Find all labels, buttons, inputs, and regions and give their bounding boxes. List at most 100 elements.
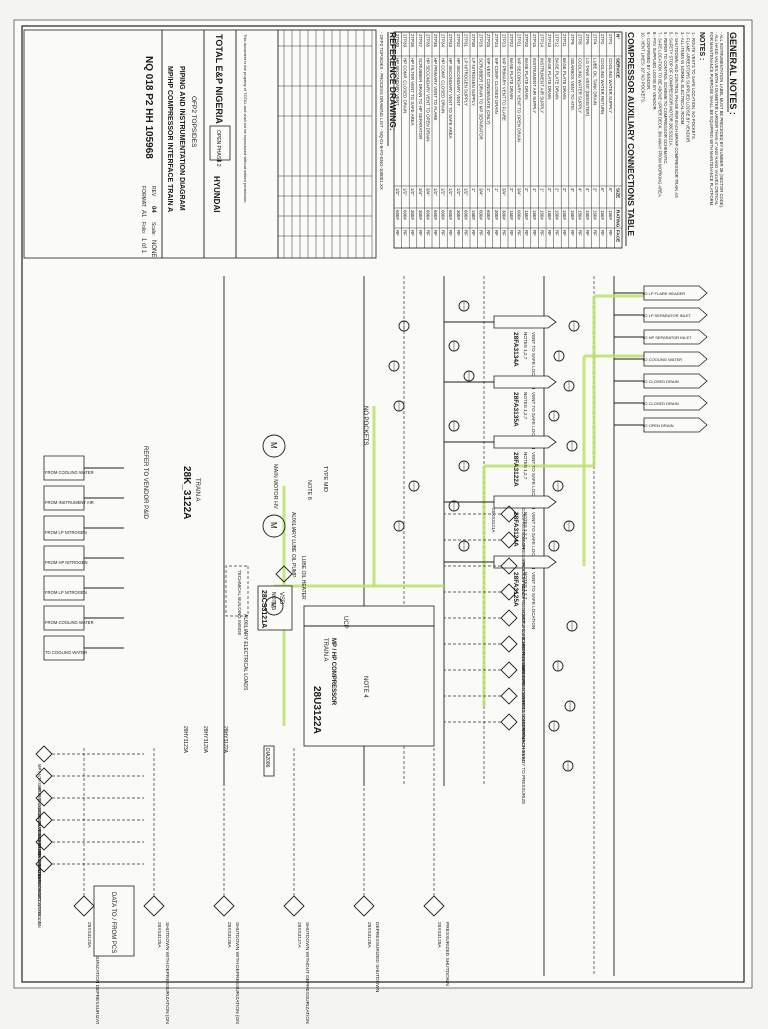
aux-table-cell: 2TP13 xyxy=(547,34,552,47)
aux-table-cell: 2TP9 xyxy=(570,34,575,45)
inlet-box: FROM COOLING WATER xyxy=(43,605,124,631)
aux-table-cell: COOLING WATER RETURN xyxy=(600,58,605,114)
left-signal: LOAD SHARING ACTIVE xyxy=(35,789,144,856)
aux-table-cell: 2TP24 xyxy=(494,34,499,47)
svg-text:M: M xyxy=(269,442,278,449)
outlet-label: TO LP SEPARATOR INLET xyxy=(642,313,692,318)
aux-table-cell: 2TP30 xyxy=(471,34,476,47)
aux-connections-table: COMPRESSOR AUXILIARY CONNECTIONS TABLE N… xyxy=(393,31,636,249)
lube-oil-heater-label: LUBE OIL HEATER xyxy=(300,556,306,600)
aux-table-cell: RF xyxy=(403,230,408,236)
ddm-tag: DIA2086 xyxy=(264,748,270,768)
aux-lube-pump-label: AUXILIARY LUBE OIL PUMP xyxy=(290,512,296,578)
vendor-note: REFER TO VENDOR P&ID xyxy=(142,446,148,520)
aux-table-cell: 2TP23 xyxy=(501,34,506,47)
shutdown-label: PSD MP PRESSURIZATION DEPRESSURIZATION xyxy=(94,922,100,1024)
inlet-label: FROM COOLING WATER xyxy=(45,620,94,625)
left-signal: EXTERNAL CONTROL ON xyxy=(35,855,144,925)
aux-table-cell: INSTRUMENT AIR SUPPLY xyxy=(539,58,544,113)
section-tag: 28K_3122A xyxy=(181,466,192,519)
aux-table-cell: RF xyxy=(547,230,552,236)
aux-table-cell: 2TP20 xyxy=(524,34,529,47)
aux-table-cell: RF xyxy=(608,230,613,236)
shutdown-signals: PSD MP PRESSURIZATION DEPRESSURIZATION 28… xyxy=(73,746,450,1029)
note-item: 10.- VENT LINES: 10" NO POCKETS. xyxy=(641,32,646,103)
general-note-1: - ALL INSTRUMENTATION LABEL MUST BE PREC… xyxy=(719,32,724,208)
shutdown-label: SHUTDOWN WITHOUT DEPRESSURIZATION (ON UC… xyxy=(304,922,310,1024)
aux-table-cell: 1" xyxy=(471,188,476,192)
aux-table-cell: MP PRIMARY VENT TO FLARE xyxy=(501,58,506,121)
note-item: 1.- ROUTE VENTS TO SAFE LOCATION. NO POC… xyxy=(691,32,696,140)
vent-title: VENT TO SAFE LOCATION xyxy=(531,452,536,509)
aux-table-cell: 2TP15 xyxy=(532,34,537,47)
shutdown-tag: 28XS3126A xyxy=(226,922,232,948)
main-motor-label: MAIN MOTOR HV xyxy=(272,464,278,509)
aux-table-cell: 2TP37 xyxy=(418,34,423,47)
aux-table-cell: RF xyxy=(463,230,468,236)
aux-table-cell: BASE PLATE DRAIN xyxy=(555,58,560,99)
project-name: OFP2 TOPSIDES xyxy=(190,96,197,148)
aux-table-cell: 600# xyxy=(425,210,430,220)
aux-table-cell: 2" xyxy=(524,188,529,192)
aux-table-cell: RF xyxy=(539,230,544,236)
inlet-box: FROM COOLING WATER xyxy=(43,455,124,481)
aux-table-cell: RF xyxy=(418,230,423,236)
aux-table-cell: 150# xyxy=(585,210,590,220)
aux-table-header: N° xyxy=(615,34,620,39)
inlet-box: FROM LP NITROGEN xyxy=(43,515,124,541)
rev-label: REV xyxy=(150,186,156,197)
inlet-label: TO COOLING WATER xyxy=(45,650,87,655)
aux-table-cell: RF xyxy=(555,230,560,236)
vent-tag: 28FA3125A xyxy=(512,572,519,607)
shutdown-tag: 28XS3127A xyxy=(296,922,302,948)
aux-table-cell: RF xyxy=(517,230,522,236)
aux-table-cell: 150# xyxy=(524,210,529,220)
signal-tag-1: 28HY3122A xyxy=(222,726,228,754)
left-signal-label: MP / HP COMPRESSOR CONTROL ON xyxy=(37,852,42,928)
shutdown-label: SHUTDOWN WITH DEPRESSURIZATION (ON UCP) xyxy=(164,922,170,1024)
aux-table-cell: RF xyxy=(486,230,491,236)
aux-table-cell: 2TP1 xyxy=(608,34,613,45)
aux-table-cell: MP COMP. CLOSED DRAIN xyxy=(494,58,499,114)
general-note-2: - ALL HAND VALVES WITH A DIAMETER LARGER… xyxy=(714,32,719,206)
aux-table-cell: 2TP14 xyxy=(539,34,544,47)
aux-table-cell: 600# xyxy=(479,210,484,220)
left-signal: MP ANTI-SURGE VALVE OPERATION OPENING SE… xyxy=(35,745,144,881)
pcs-data-label: DATA TO / FROM PCS xyxy=(110,892,116,953)
aux-table-cell: LUBE OIL TANK DRAIN xyxy=(593,58,598,105)
aux-table-cell: RF xyxy=(593,230,598,236)
interlock-label: COMPRESSOR ON xyxy=(521,508,526,549)
aux-table-cell: 1/2" xyxy=(441,188,446,196)
outlet-arrow: TO LP FLARE HEADER xyxy=(614,285,708,301)
aux-table-cell: 2" xyxy=(547,188,552,192)
aux-table-cell: HP FILTER VENT TO SAFE AREA xyxy=(410,58,415,126)
aux-table-cell: 3/4" xyxy=(517,188,522,196)
aux-table-cell: 3/4" xyxy=(479,188,484,196)
aux-table-cell: LO TANK VENT (DEMISTER) xyxy=(585,58,590,117)
aux-table-cell: 600# xyxy=(463,210,468,220)
vent-note: NOTES 1,2,7 xyxy=(523,392,528,420)
aux-table-cell: SCRUBBER DRAIN TO MP SEPARATOR xyxy=(479,58,484,140)
note-item: 7.- SAFE LOCATION TO BE ABOVE UPPER DECK… xyxy=(657,32,662,198)
vent-tag: 28FA3135A xyxy=(512,392,519,427)
aux-table-cell: 2TP26 xyxy=(479,34,484,47)
inlet-label: FROM LP NITROGEN xyxy=(45,530,87,535)
shutdown-signal: PSD MP PRESSURIZATION DEPRESSURIZATION28… xyxy=(73,746,100,1029)
aux-table-cell: 2TP12 xyxy=(555,34,560,47)
outlet-arrow: TO CLOSED DRAIN xyxy=(614,373,708,389)
interlock-label: COMPRESSOR STOPPED xyxy=(521,534,526,591)
aux-table-cell: 2TP25 xyxy=(486,34,491,47)
interlock-label: CLOCK SYNCHRONIZATION xyxy=(521,612,526,673)
aux-elec-loads-label: AUXILIARY ELECTRICAL LOADS xyxy=(242,614,248,691)
aux-table-cell: RF xyxy=(494,230,499,236)
aux-table-cell: RF xyxy=(600,230,605,236)
aux-table-cell: RF xyxy=(562,230,567,236)
vent-note: NOTES 1,2,7 xyxy=(523,332,528,360)
aux-table-cell: 150# xyxy=(555,210,560,220)
vent-title: VENT TO SAFE LOCATION xyxy=(531,332,536,389)
aux-table-cell: RF xyxy=(410,230,415,236)
folio-label: Folio: xyxy=(140,222,146,234)
